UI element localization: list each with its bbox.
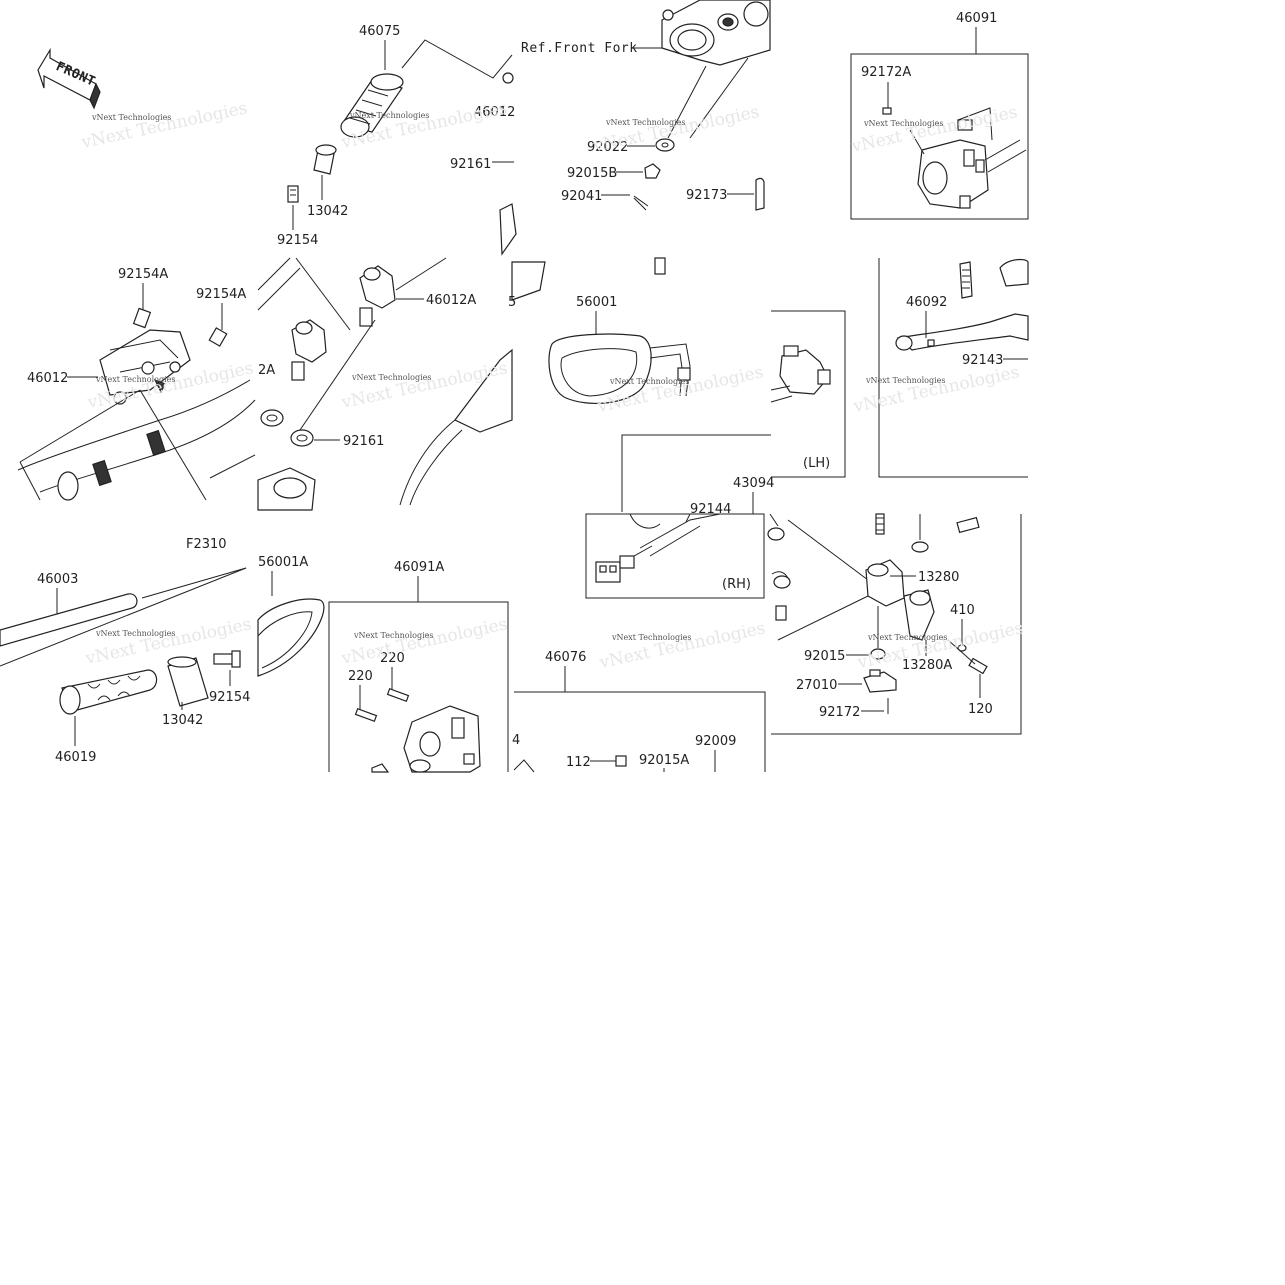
- svg-text:vNext Technologies: vNext Technologies: [597, 618, 767, 673]
- svg-text:vNext Technologies: vNext Technologies: [851, 362, 1021, 417]
- part-label-46003: 46003: [37, 572, 78, 587]
- svg-text:vNext Technologies: vNext Technologies: [591, 102, 761, 157]
- part-label-46092: 46092: [906, 295, 947, 310]
- watermark-9: vNext Technologies: [95, 629, 175, 638]
- handlebar-left: [17, 379, 256, 501]
- part-label-46075: 46075: [359, 24, 400, 39]
- watermark-7: vNext Technologies: [609, 377, 689, 386]
- part-label-43094: 43094: [733, 476, 774, 491]
- part-label-46076: 46076: [545, 650, 586, 665]
- part-label-120: 120: [968, 702, 993, 717]
- svg-text:vNext Technologies: vNext Technologies: [79, 98, 249, 153]
- part-label-92009: 92009: [695, 734, 736, 749]
- rh-label: (RH): [722, 577, 751, 592]
- part-label-13042-low: 13042: [162, 713, 203, 728]
- part-label-46012a-2: 2A: [258, 363, 275, 378]
- grip-left: [59, 669, 158, 715]
- part-label-46012-top: 46012: [474, 105, 515, 120]
- lh-label: (LH): [803, 456, 830, 471]
- lh-switch-housing: [917, 107, 1027, 209]
- part-label-410: 410: [950, 603, 975, 618]
- part-label-92154a-1: 92154A: [118, 267, 168, 282]
- watermark-2: vNext Technologies: [349, 111, 429, 120]
- watermark-12: vNext Technologies: [867, 633, 947, 642]
- part-label-27010: 27010: [796, 678, 837, 693]
- figure-code: F2310: [186, 537, 227, 552]
- watermark-10: vNext Technologies: [353, 631, 433, 640]
- part-label-92022: 92022: [587, 140, 628, 155]
- part-label-92143: 92143: [962, 353, 1003, 368]
- part-label-92154-top: 92154: [277, 233, 318, 248]
- rh-switch-housing: [403, 705, 481, 773]
- mirror-stem-mid: [399, 348, 513, 506]
- watermark-11: vNext Technologies: [611, 633, 691, 642]
- part-label-92015b: 92015B: [567, 166, 617, 181]
- part-label-13280: 13280: [918, 570, 959, 585]
- front-arrow-icon: FRONT: [37, 47, 101, 110]
- mirror-right: [548, 333, 691, 405]
- svg-text:5: 5: [508, 295, 516, 310]
- part-label-92015a: 92015A: [639, 753, 689, 768]
- part-label-92172: 92172: [819, 705, 860, 720]
- svg-text:vNext Technologies: vNext Technologies: [339, 614, 509, 669]
- fork-top-clamp: [661, 0, 771, 66]
- watermark-4: vNext Technologies: [863, 119, 943, 128]
- part-label-92154-low: 92154: [209, 690, 250, 705]
- throttle-grip-top: [287, 73, 404, 203]
- part-label-92173: 92173: [686, 188, 727, 203]
- part-label-112: 112: [566, 755, 591, 770]
- watermark-5: vNext Technologies: [95, 375, 175, 384]
- part-label-46012a-1: 46012A: [426, 293, 476, 308]
- part-label-220-2: 220: [348, 669, 373, 684]
- watermark-3: vNext Technologies: [605, 118, 685, 127]
- handlebar-riser-left: [291, 319, 327, 381]
- brake-lever: [895, 313, 1029, 351]
- part-label-56001a: 56001A: [258, 555, 308, 570]
- ref-front-fork-label: Ref.Front Fork: [521, 41, 638, 56]
- part-label-92154a-2: 92154A: [196, 287, 246, 302]
- watermark-1: vNext Technologies: [91, 113, 171, 122]
- part-label-46019: 46019: [55, 750, 96, 765]
- part-label-220-1: 220: [380, 651, 405, 666]
- part-label-56001: 56001: [576, 295, 617, 310]
- part-label-13042-top: 13042: [307, 204, 348, 219]
- svg-text:4: 4: [512, 733, 520, 748]
- part-label-46091a: 46091A: [394, 560, 444, 575]
- watermark-6: vNext Technologies: [351, 373, 431, 382]
- part-label-46012-left: 46012: [27, 371, 68, 386]
- handlebar-left-end: [0, 567, 247, 667]
- part-label-92172a: 92172A: [861, 65, 911, 80]
- part-label-92041: 92041: [561, 189, 602, 204]
- part-label-13280a: 13280A: [902, 658, 952, 673]
- clutch-switch-lh: [770, 345, 831, 403]
- part-label-92144: 92144: [690, 502, 731, 517]
- part-label-92161-top: 92161: [450, 157, 491, 172]
- lever-rh-box: [585, 513, 765, 599]
- part-label-92015: 92015: [804, 649, 845, 664]
- watermark-8: vNext Technologies: [865, 376, 945, 385]
- part-label-92161-mid: 92161: [343, 434, 384, 449]
- brake-switch-connector: [595, 545, 653, 583]
- part-label-46091: 46091: [956, 11, 997, 26]
- handlebar-riser-right: [359, 265, 396, 327]
- switch-lh-box: [850, 53, 1029, 220]
- front-brake-switch: [863, 669, 897, 693]
- lever-holder: [865, 559, 935, 641]
